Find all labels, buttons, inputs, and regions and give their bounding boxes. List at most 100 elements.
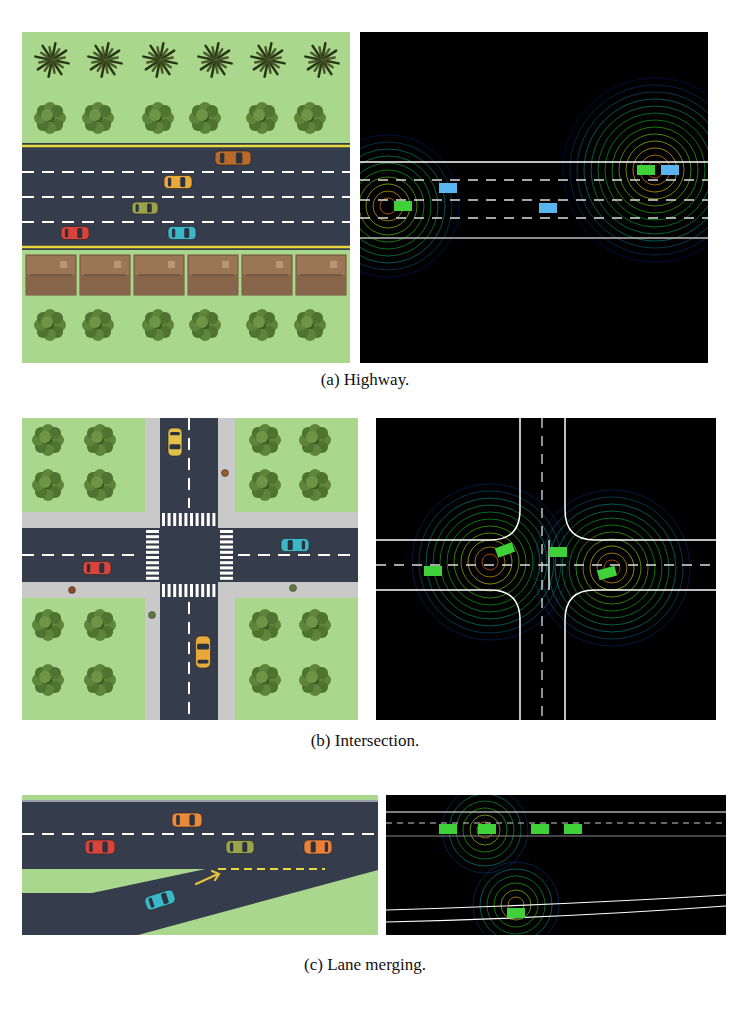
palm-frond [313, 46, 322, 60]
chimney [222, 261, 229, 268]
car-rear-window [87, 564, 90, 573]
car-roof [316, 842, 324, 852]
palm-frond [308, 60, 322, 69]
palm-frond [206, 46, 215, 60]
risk-contour [480, 869, 552, 935]
road [22, 528, 358, 582]
palm-frond [268, 60, 277, 74]
bush [34, 102, 66, 134]
sim-vehicle [549, 547, 567, 557]
dashed-lane-line [386, 822, 726, 823]
crosswalk-stripe [220, 577, 233, 580]
road [22, 800, 378, 869]
bush-highlight [89, 316, 101, 328]
bush-highlight [253, 109, 265, 121]
palm [35, 43, 68, 76]
crosswalk-stripe [168, 513, 171, 526]
car-roof [176, 229, 184, 238]
risk-contour [419, 491, 561, 633]
palm-frond [160, 60, 169, 74]
car-roof [293, 541, 301, 550]
car-body [83, 562, 111, 575]
car-windshield [99, 563, 104, 573]
palm-frond [254, 60, 268, 69]
risk-contour [591, 106, 708, 234]
sim-vehicle [507, 908, 525, 918]
palm-frond [322, 60, 331, 74]
palm-frond [160, 58, 173, 60]
risk-contour [454, 526, 526, 598]
car-body [144, 889, 177, 912]
car-body [172, 813, 202, 827]
car-rear-window [230, 843, 233, 852]
roof [242, 255, 292, 295]
bush [246, 102, 278, 134]
crosswalk-stripe [220, 546, 233, 549]
palm-frond [105, 60, 114, 74]
crosswalk-stripe [201, 513, 204, 526]
road-edge [376, 418, 520, 540]
crosswalk-stripe [212, 584, 215, 597]
bush-highlight [39, 431, 51, 443]
roof-shade [188, 275, 238, 295]
bush [299, 664, 331, 696]
bush [32, 664, 64, 696]
crosswalk-stripe [207, 584, 210, 597]
crosswalk-stripe [146, 530, 159, 533]
bush-highlight [196, 109, 208, 121]
bush-highlight [256, 431, 268, 443]
palm-frond [259, 46, 268, 60]
subfigure-caption: (a) Highway. [321, 370, 410, 390]
car-rear-window [172, 229, 175, 238]
bush-highlight [256, 616, 268, 628]
chimney [114, 261, 121, 268]
lane-line [22, 145, 350, 148]
bush-highlight [91, 671, 103, 683]
car-windshield [197, 644, 209, 650]
roof [296, 255, 346, 295]
crosswalk-stripe [184, 584, 187, 597]
crosswalk-stripe [212, 513, 215, 526]
chimney [60, 261, 67, 268]
merging-simulation [386, 795, 726, 935]
risk-contour [563, 78, 708, 262]
car-body [168, 428, 182, 456]
crosswalk-stripe [146, 540, 159, 543]
sim-vehicle [539, 203, 557, 213]
palm-frond [322, 51, 336, 60]
bush [142, 309, 174, 341]
car-rear-window [198, 660, 209, 664]
car-body [226, 841, 254, 854]
risk-contour [461, 533, 519, 591]
roof-ridge [84, 274, 126, 275]
car-windshield [184, 228, 189, 238]
crosswalk-stripe [184, 513, 187, 526]
bush [82, 309, 114, 341]
sim-vehicle [495, 542, 515, 558]
car [164, 176, 192, 189]
sim-vehicle [564, 824, 582, 834]
risk-contour [541, 497, 683, 639]
car [304, 840, 332, 854]
palm-frond [96, 46, 105, 60]
sim-vehicle [597, 566, 617, 580]
panel-ground [22, 32, 350, 363]
roof [26, 255, 76, 295]
crosswalk-stripe [162, 513, 165, 526]
crosswalk-stripe [196, 584, 199, 597]
car-body [164, 176, 192, 189]
sim-vehicle [478, 824, 496, 834]
roof-shade [296, 275, 346, 295]
car-rear-window [89, 842, 93, 852]
highway-illustration [22, 32, 350, 363]
sim-vehicle [424, 566, 442, 576]
bush-highlight [301, 316, 313, 328]
car-windshield [311, 842, 316, 853]
house [296, 255, 346, 295]
lane-line [360, 161, 708, 163]
car [168, 227, 196, 240]
car-windshield [189, 815, 194, 826]
bush-highlight [306, 476, 318, 488]
chimney [168, 261, 175, 268]
bush-highlight [91, 616, 103, 628]
